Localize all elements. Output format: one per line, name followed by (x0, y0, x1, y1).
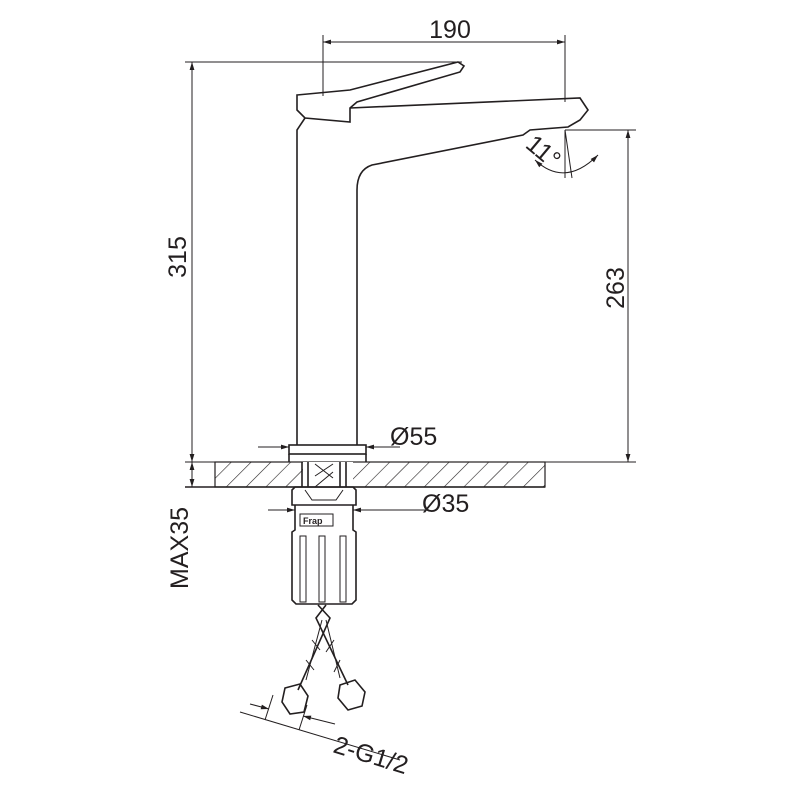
dim-35-label: Ø35 (422, 490, 469, 518)
dim-angle-label: 11° (520, 130, 566, 175)
dim-55-label: Ø55 (390, 423, 437, 451)
mounting-assembly: Frap (291, 462, 357, 605)
dimension-spout-reach: 190 (322, 16, 566, 102)
brand-logo: Frap (303, 516, 323, 526)
flexible-hoses: 2-G1/2 (239, 604, 412, 780)
dimension-hole-diameter: Ø35 (268, 490, 469, 518)
dimension-total-height: 315 (164, 61, 462, 462)
countertop-section: MAX35 (166, 461, 636, 589)
dim-connection-label: 2-G1/2 (330, 731, 411, 780)
dim-263-label: 263 (602, 267, 630, 309)
dimension-base-diameter: Ø55 (258, 423, 437, 451)
dimension-spout-height: 263 (565, 129, 636, 462)
faucet-body: 11° (288, 61, 599, 462)
dim-max35-label: MAX35 (166, 507, 194, 589)
dim-315-label: 315 (164, 236, 192, 278)
dim-190-label: 190 (429, 16, 471, 44)
